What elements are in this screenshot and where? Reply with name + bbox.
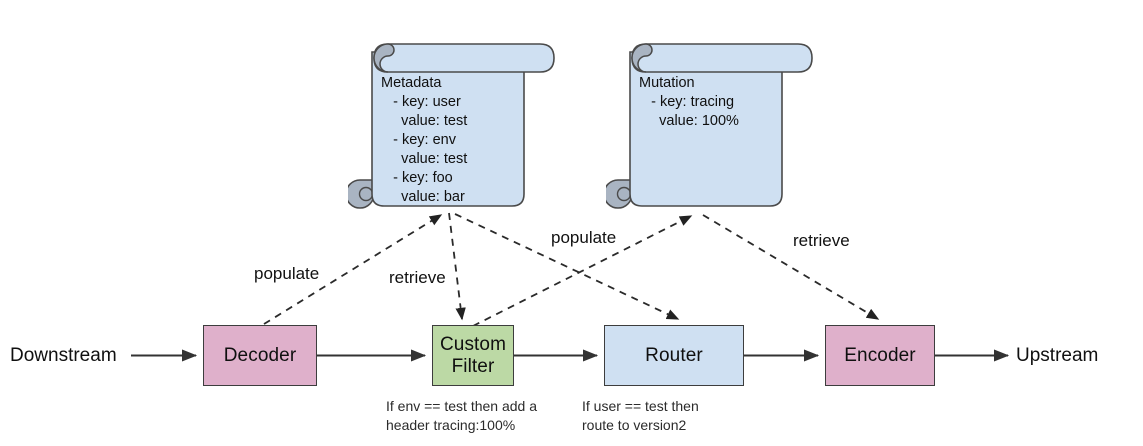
edge-label-populate-decoder-metadata: populate — [254, 264, 320, 283]
edge-metadata-retrieved-by-custom-filter — [448, 212, 466, 321]
edge-metadata-retrieved-by-router — [454, 213, 680, 320]
endpoint-upstream: Upstream — [1016, 345, 1099, 366]
node-custom-filter[interactable]: Custom Filter — [432, 325, 514, 386]
scroll-metadata-shape — [345, 43, 555, 209]
edge-custom-filter-populates-mutation — [472, 215, 693, 327]
edge-decoder-populates-metadata — [263, 214, 443, 325]
scroll-metadata: Metadata - key: user value: test - key: … — [345, 34, 558, 220]
edge-mutation-retrieved-by-encoder — [702, 214, 880, 320]
node-decoder[interactable]: Decoder — [203, 325, 317, 386]
node-decoder-label: Decoder — [223, 344, 297, 366]
node-router-label: Router — [645, 344, 703, 366]
node-custom-filter-label: Custom Filter — [439, 333, 507, 377]
edge-label-retrieve-metadata-custom-filter: retrieve — [389, 268, 446, 287]
scroll-mutation: Mutation - key: tracing value: 100% — [603, 34, 816, 220]
edge-label-populate-custom-filter-mutation: populate — [551, 228, 617, 247]
scroll-mutation-shape — [603, 43, 813, 209]
endpoint-downstream: Downstream — [10, 345, 117, 366]
node-router[interactable]: Router — [604, 325, 744, 386]
node-encoder-label: Encoder — [844, 344, 916, 366]
node-encoder[interactable]: Encoder — [825, 325, 935, 386]
caption-router: If user == test then route to version2 — [582, 398, 699, 433]
caption-custom-filter: If env == test then add a header tracing… — [386, 398, 537, 433]
edge-label-retrieve-mutation-encoder: retrieve — [793, 231, 850, 250]
